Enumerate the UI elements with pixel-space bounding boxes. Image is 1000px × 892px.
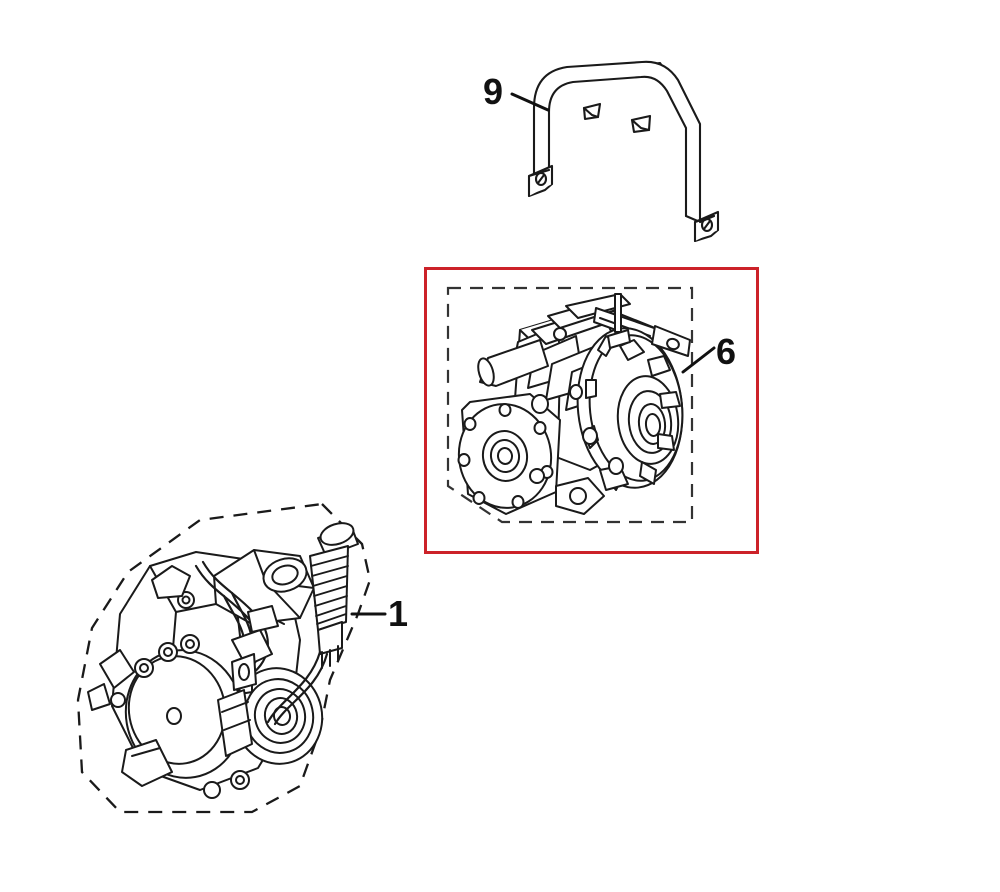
callout-label-9[interactable]: 9 xyxy=(483,71,504,112)
leader-line-6 xyxy=(681,346,716,374)
part-1-dashed-outline xyxy=(76,502,372,814)
callout-label-6[interactable]: 6 xyxy=(716,331,737,372)
leader-line-9 xyxy=(510,92,550,112)
part-6-dashed-outline xyxy=(446,286,694,524)
callout-label-1[interactable]: 1 xyxy=(388,593,409,634)
